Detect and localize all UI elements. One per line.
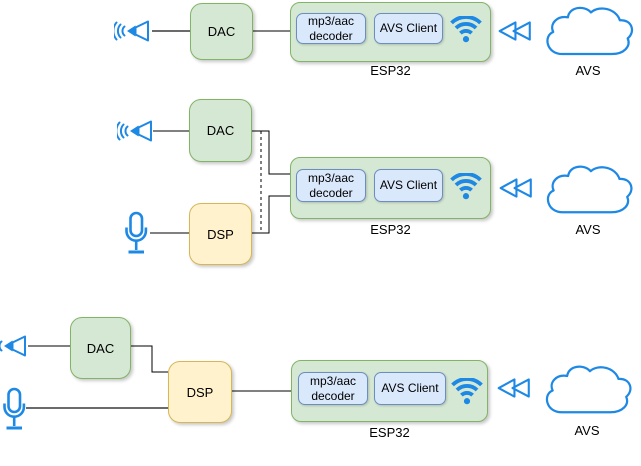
double-left-arrows-icon bbox=[499, 178, 532, 199]
avs-client-box: AVS Client bbox=[374, 169, 443, 202]
mp3-aac-decoder-box: mp3/aac decoder bbox=[296, 13, 366, 44]
dac-box: DAC bbox=[70, 317, 131, 379]
decoder-label: mp3/aac decoder bbox=[309, 374, 357, 403]
dac-label: DAC bbox=[86, 340, 115, 356]
speaker-icon bbox=[0, 331, 31, 361]
dsp-box: DSP bbox=[189, 203, 252, 265]
decoder-label: mp3/aac decoder bbox=[307, 14, 355, 43]
microphone-icon bbox=[124, 211, 148, 257]
dsp-label: DSP bbox=[186, 384, 214, 400]
dac-box: DAC bbox=[189, 99, 252, 162]
wire-dsp-esp32-2 bbox=[252, 195, 290, 234]
double-left-arrows-icon bbox=[498, 21, 531, 42]
wire-dac-esp32-2 bbox=[252, 130, 290, 175]
wire-dac-dsp-3 bbox=[131, 345, 168, 373]
avs-caption: AVS bbox=[575, 63, 601, 78]
avs-client-label: AVS Client bbox=[379, 21, 438, 36]
esp32-caption: ESP32 bbox=[370, 63, 411, 78]
avs-client-label: AVS Client bbox=[379, 178, 438, 193]
avs-caption: AVS bbox=[575, 222, 601, 237]
avs-client-box: AVS Client bbox=[374, 372, 446, 405]
cloud-icon bbox=[539, 161, 637, 221]
avs-client-box: AVS Client bbox=[374, 13, 443, 44]
dac-label: DAC bbox=[207, 24, 236, 39]
double-left-arrows-icon bbox=[497, 378, 530, 399]
esp32-caption: ESP32 bbox=[369, 425, 410, 440]
dac-label: DAC bbox=[206, 123, 235, 138]
microphone-icon bbox=[2, 387, 26, 433]
dsp-box: DSP bbox=[168, 361, 232, 423]
cloud-icon bbox=[539, 2, 637, 63]
speaker-icon bbox=[117, 116, 157, 146]
dac-box: DAC bbox=[190, 3, 253, 60]
mp3-aac-decoder-box: mp3/aac decoder bbox=[298, 372, 368, 405]
wifi-icon bbox=[448, 173, 484, 200]
decoder-label: mp3/aac decoder bbox=[307, 171, 355, 200]
dsp-label: DSP bbox=[207, 226, 234, 242]
avs-client-label: AVS Client bbox=[381, 381, 439, 396]
mp3-aac-decoder-box: mp3/aac decoder bbox=[296, 169, 366, 202]
wifi-icon bbox=[449, 378, 485, 405]
esp32-caption: ESP32 bbox=[370, 222, 411, 237]
avs-caption: AVS bbox=[574, 423, 600, 438]
speaker-icon bbox=[114, 16, 154, 46]
wifi-icon bbox=[448, 16, 484, 43]
cloud-icon bbox=[537, 361, 637, 421]
